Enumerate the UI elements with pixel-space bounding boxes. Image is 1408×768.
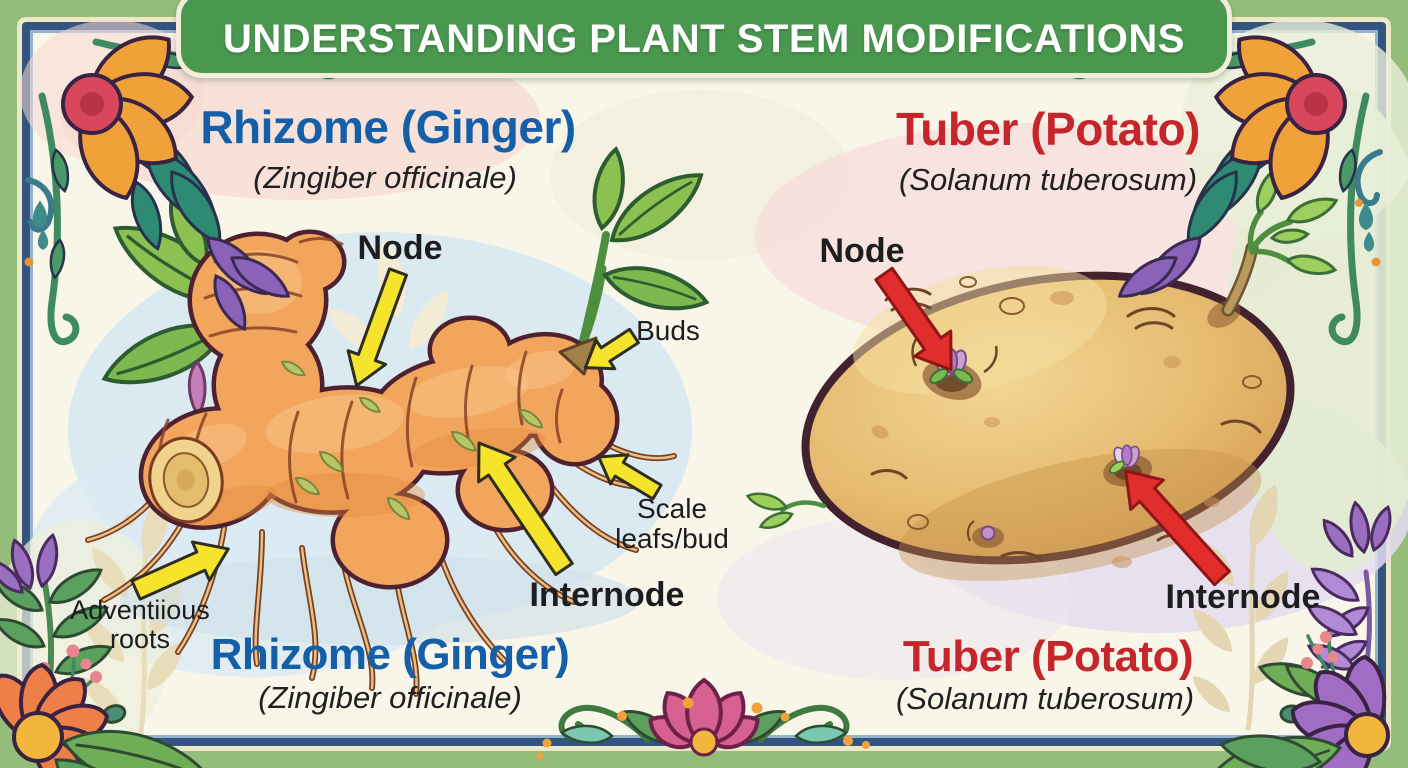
roots-arrow <box>130 540 230 601</box>
potato-latin-name: (Solanum tuberosum) <box>898 162 1198 197</box>
potato-sprout <box>1207 165 1341 328</box>
bottom-center-ornament <box>536 678 870 760</box>
internode-arrow-potato <box>1124 469 1231 587</box>
ginger-bud <box>187 359 207 414</box>
potato-illustration <box>745 165 1341 582</box>
corner-flower-bottom-left <box>0 532 216 768</box>
ginger-roots-label: Adventiious roots <box>70 595 210 655</box>
scale-leaf-arrow <box>597 453 663 501</box>
ginger-latin-name: (Zingiber officinale) <box>253 160 517 195</box>
potato-node-label: Node <box>819 232 905 270</box>
corner-flower-bottom-right <box>1206 500 1396 768</box>
ginger-scale-leaf-label: Scale leafs/bud <box>615 493 729 555</box>
ginger-cut-end <box>148 436 224 524</box>
annotation-arrows <box>130 266 1231 601</box>
potato-footer-latin: (Solanum tuberosum) <box>895 681 1195 716</box>
poster-title: UNDERSTANDING PLANT STEM MODIFICATIONS <box>223 16 1185 61</box>
potato-heading: Tuber (Potato) <box>896 103 1200 155</box>
node-arrow-ginger <box>346 267 408 388</box>
potato-internode-label: Internode <box>1165 578 1321 616</box>
ginger-heading: Rhizome (Ginger) <box>200 101 576 153</box>
node-arrow-potato <box>874 266 953 372</box>
buds-arrow <box>583 327 640 371</box>
potato-footer-heading: Tuber (Potato) <box>902 632 1194 681</box>
ginger-internode-label: Internode <box>529 576 685 614</box>
title-banner: UNDERSTANDING PLANT STEM MODIFICATIONS <box>176 0 1232 78</box>
internode-arrow-ginger <box>477 441 574 577</box>
potato-mini-sprout <box>745 489 827 533</box>
ginger-buds-label: Buds <box>636 315 700 346</box>
potato-eye-small <box>966 520 1004 548</box>
ginger-footer-heading: Rhizome (Ginger) <box>210 630 570 679</box>
border-accents <box>24 149 1383 267</box>
ginger-node-label: Node <box>357 229 443 267</box>
ginger-footer-latin: (Zingiber officinale) <box>258 680 522 715</box>
ginger-illustration <box>88 145 712 694</box>
